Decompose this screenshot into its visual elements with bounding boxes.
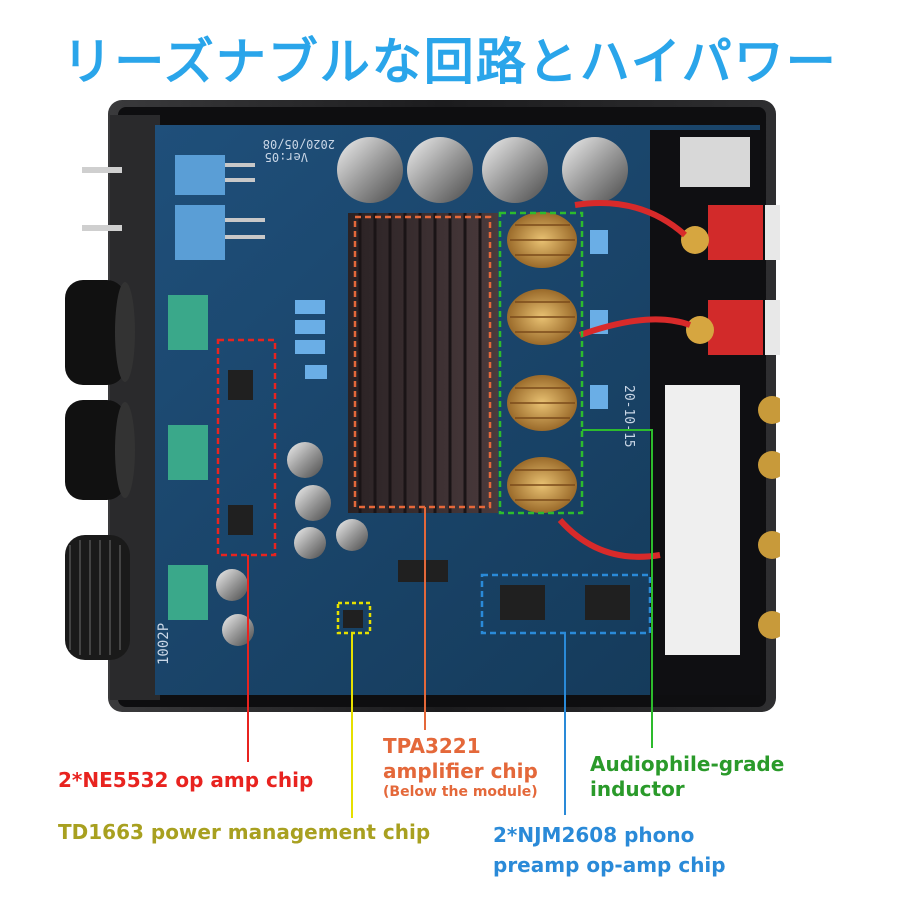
tpa3221-label-line2: amplifier chip [383,759,538,783]
ne5532-chip [228,370,253,400]
board-serial: 20-10-15 [621,385,636,448]
volume-knob [65,280,135,385]
board-model: 1002P [156,623,172,665]
potentiometer [168,295,208,350]
potentiometer [168,565,208,620]
small-capacitors [216,442,368,646]
njm2608-chip [500,585,545,620]
heatsink [348,213,498,513]
bass-knob [65,400,135,500]
board-version: Ver:05 [265,150,308,164]
toggle-switch [82,167,122,173]
ne5532-label: 2*NE5532 op amp chip [58,768,314,792]
td1663-label: TD1663 power management chip [58,820,431,844]
inductor-label: Audiophile-grade inductor [590,752,784,802]
rca-inputs [665,385,780,655]
njm2608-label-line2: preamp op-amp chip [493,853,726,877]
inductor-highlight [498,211,584,515]
treble-knob [65,535,130,660]
td1663-chip [343,610,363,628]
inductor-label-line2: inductor [590,777,685,801]
speaker-terminals [681,205,780,355]
capacitor-bank [337,137,628,203]
tpa3221-label-sub: (Below the module) [383,784,538,800]
toggle-switch [82,225,122,231]
td1663-highlight [336,601,372,635]
ne5532-highlight [216,338,277,557]
njm2608-chip [585,585,630,620]
selector-switch [175,155,225,195]
njm2608-label: 2*NJM2608 phono preamp op-amp chip [493,820,726,880]
tpa3221-label: TPA3221 amplifier chip (Below the module… [383,734,538,802]
njm2608-label-line1: 2*NJM2608 phono [493,823,695,847]
board-date: 2020/05/08 [263,137,335,151]
tpa3221-highlight [353,215,492,509]
ne5532-chip [228,505,253,535]
potentiometer [168,425,208,480]
power-jack [680,137,750,187]
inductor-label-line1: Audiophile-grade [590,752,785,776]
inductor-leader [582,429,653,715]
selector-switch [175,205,225,260]
page-title: リーズナブルな回路とハイパワー [62,33,838,91]
tpa3221-label-line1: TPA3221 [383,734,481,758]
amplifier-board-photo: Ver:05 2020/05/08 1002P 20-10-15 [65,100,780,715]
inductors [507,212,577,513]
